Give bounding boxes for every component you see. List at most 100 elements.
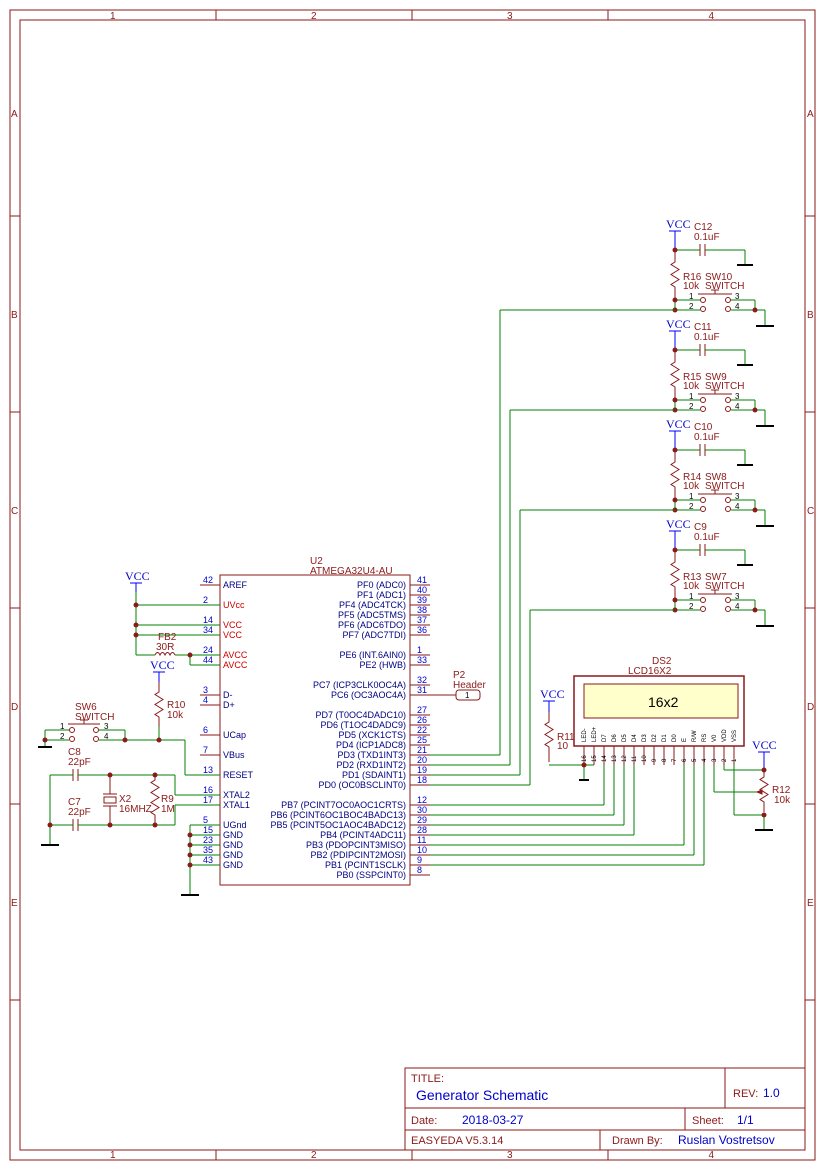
sw-value: SWITCH (705, 381, 744, 392)
sw-value: SWITCH (705, 481, 744, 492)
svg-text:10: 10 (557, 741, 569, 752)
header-pin: 1 (465, 691, 470, 700)
mcu-pin-number: 30 (417, 805, 427, 815)
svg-text:R11: R11 (557, 732, 575, 743)
svg-text:22pF: 22pF (68, 757, 91, 768)
sheet-label: Sheet: (692, 1115, 724, 1127)
mcu-pin-name: PD4 (ICP1ADC8) (336, 740, 406, 750)
mcu-pin-number: 38 (417, 605, 427, 615)
frame-col-label: 2 (311, 1150, 317, 1161)
cap-ref: C10 (694, 422, 713, 433)
mcu-pin-name: PF1 (ADC1) (357, 590, 406, 600)
lcd-pin-name: R/W (692, 730, 698, 742)
frame-col-label: 4 (709, 11, 715, 22)
lcd-pin-name: D1 (662, 734, 668, 742)
resistor-r10: R10 10k (154, 682, 186, 727)
sw-value: SWITCH (705, 581, 744, 592)
lcd-pin-number: 15 (592, 755, 598, 762)
res-ref: R16 (683, 272, 702, 283)
signal-wires (430, 309, 773, 866)
header-name: Header (453, 680, 486, 691)
frame-col-label: 4 (709, 1150, 715, 1161)
mcu-pin-name: PD2 (RXD1INT2) (336, 760, 406, 770)
mcu-pin-number: 16 (203, 785, 213, 795)
mcu-pin-number: 8 (417, 865, 422, 875)
lcd-pin-name: D4 (632, 734, 638, 742)
mcu-pin-name: VCC (223, 630, 243, 640)
vcc-label: VCC (666, 417, 691, 431)
svg-text:10k: 10k (774, 795, 791, 806)
svg-text:3: 3 (104, 722, 109, 731)
mcu-pin-name: GND (223, 840, 244, 850)
mcu-pin-number: 20 (417, 755, 427, 765)
lcd-pin-name: D3 (642, 734, 648, 742)
mcu-pin-name: VCC (223, 620, 243, 630)
mcu-pin-name: UVcc (223, 600, 245, 610)
mcu-pin-name: PC6 (OC3AOC4A) (331, 690, 406, 700)
vcc-label: VCC (666, 317, 691, 331)
mcu-pin-name: XTAL1 (223, 800, 250, 810)
lcd-screen-text: 16x2 (648, 694, 679, 710)
mcu-pin-name: PB6 (PCINT6OC1BOC4BADC13) (270, 810, 406, 820)
mcu-pin-name: PD6 (T1OC4DADC9) (320, 720, 406, 730)
mcu-pin-name: PF7 (ADC7TDI) (342, 630, 406, 640)
lcd-pin-number: 1 (732, 758, 738, 762)
svg-text:C8: C8 (68, 747, 81, 758)
mcu-pin-number: 43 (203, 855, 213, 865)
sw-ref: SW10 (705, 272, 733, 283)
lcd-pin-number: 4 (702, 758, 708, 762)
svg-text:30R: 30R (156, 642, 174, 653)
mcu-pin-number: 12 (417, 795, 427, 805)
lcd-pin-name: D5 (622, 734, 628, 742)
frame-row-label: B (807, 310, 814, 321)
sw-pin: 2 (689, 502, 694, 511)
lcd-pin-name: LED+ (592, 726, 598, 742)
lcd-pin-name: D6 (612, 734, 618, 742)
mcu-pin-name: PB1 (PCINT1SCLK) (325, 860, 406, 870)
lcd-pin-number: 6 (682, 758, 688, 762)
svg-text:1M: 1M (161, 804, 175, 815)
mcu-pin-number: 35 (203, 845, 213, 855)
mcu-pin-number: 37 (417, 615, 427, 625)
cap-ref: C11 (694, 322, 712, 333)
capacitor-c8: C8 22pF (68, 747, 91, 781)
sw-ref: SW9 (705, 372, 727, 383)
mcu-pin-name: PB0 (SSPCINT0) (336, 870, 406, 880)
lcd-pin-name: E (682, 738, 688, 742)
tool-label: EASYEDA V5.3.14 (411, 1135, 503, 1147)
mcu-pin-number: 11 (417, 835, 426, 845)
svg-text:R9: R9 (161, 794, 174, 805)
mcu-pin-name: GND (223, 850, 244, 860)
drawn-by-label: Drawn By: (612, 1135, 663, 1147)
sw-pin: 2 (689, 402, 694, 411)
sw-value: SWITCH (705, 281, 744, 292)
frame-col-label: 2 (311, 11, 317, 22)
sw-pin: 4 (735, 402, 740, 411)
mcu-pin-number: 21 (417, 745, 427, 755)
sw-pin: 4 (735, 302, 740, 311)
lcd-pin-number: 11 (632, 755, 638, 762)
vcc-symbol: VCC (540, 687, 565, 712)
mcu-pin-name: XTAL2 (223, 790, 250, 800)
sheet-value: 1/1 (737, 1113, 754, 1127)
sw-pin: 3 (735, 292, 740, 301)
mcu-pin-number: 1 (417, 645, 422, 655)
mcu-pin-name: PD0 (OC0BSCLINT0) (318, 780, 406, 790)
lcd-pin-name: LED- (582, 728, 588, 742)
sw-pin: 2 (689, 602, 694, 611)
mcu-pin-number: 32 (417, 675, 427, 685)
mcu-pin-name: GND (223, 860, 244, 870)
svg-text:X2: X2 (119, 794, 132, 805)
svg-text:22pF: 22pF (68, 807, 91, 818)
svg-text:SW6: SW6 (75, 702, 97, 713)
mcu-pin-number: 25 (417, 735, 427, 745)
sw-pin: 4 (735, 602, 740, 611)
mcu-pin-number: 6 (203, 725, 208, 735)
mcu-pin-number: 36 (417, 625, 427, 635)
mcu-pin-name: D+ (223, 700, 235, 710)
mcu-pin-number: 18 (417, 775, 427, 785)
lcd-pin-number: 2 (722, 758, 728, 762)
